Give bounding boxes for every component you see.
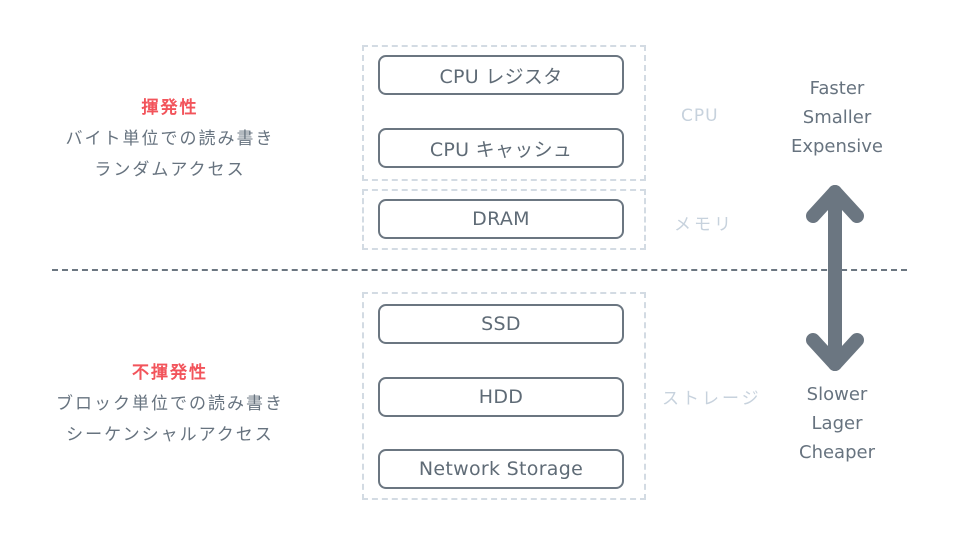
- slower-label: Slower: [806, 384, 868, 405]
- speed-top-labels: Faster Smaller Expensive: [767, 74, 907, 161]
- cpu-group-label: CPU: [681, 106, 719, 126]
- faster-label: Faster: [809, 78, 865, 99]
- double-arrow-icon: [806, 185, 864, 371]
- cpu-group: [362, 45, 646, 181]
- memory-group: [362, 189, 646, 250]
- ssd-label: SSD: [481, 313, 521, 335]
- volatile-line-2: ランダムアクセス: [94, 160, 246, 180]
- cpu-register-box: CPU レジスタ: [378, 55, 624, 95]
- cpu-register-label: CPU レジスタ: [439, 65, 563, 88]
- memory-group-label: メモリ: [674, 215, 734, 235]
- network-storage-box: Network Storage: [378, 449, 624, 489]
- storage-group-label: ストレージ: [662, 389, 762, 409]
- dram-box: DRAM: [378, 199, 624, 239]
- non-volatile-description: 不揮発性 ブロック単位での読み書き シーケンシャルアクセス: [30, 358, 310, 451]
- hdd-box: HDD: [378, 377, 624, 417]
- cpu-cache-label: CPU キャッシュ: [429, 138, 573, 161]
- volatile-title: 揮発性: [141, 98, 199, 118]
- non-volatile-line-2: シーケンシャルアクセス: [66, 425, 274, 445]
- cheaper-label: Cheaper: [799, 442, 875, 463]
- expensive-label: Expensive: [790, 136, 884, 157]
- volatile-line-1: バイト単位での読み書き: [65, 129, 275, 149]
- volatile-divider-line: [52, 269, 907, 271]
- hdd-label: HDD: [478, 386, 524, 408]
- storage-group: [362, 292, 646, 500]
- ssd-box: SSD: [378, 304, 624, 344]
- smaller-label: Smaller: [802, 107, 872, 128]
- volatile-description: 揮発性 バイト単位での読み書き ランダムアクセス: [40, 93, 300, 186]
- non-volatile-line-1: ブロック単位での読み書き: [56, 394, 284, 414]
- non-volatile-title: 不揮発性: [132, 363, 208, 383]
- dram-label: DRAM: [472, 208, 530, 230]
- network-storage-label: Network Storage: [418, 458, 584, 480]
- lager-label: Lager: [811, 413, 863, 434]
- speed-bottom-labels: Slower Lager Cheaper: [767, 380, 907, 467]
- cpu-cache-box: CPU キャッシュ: [378, 128, 624, 168]
